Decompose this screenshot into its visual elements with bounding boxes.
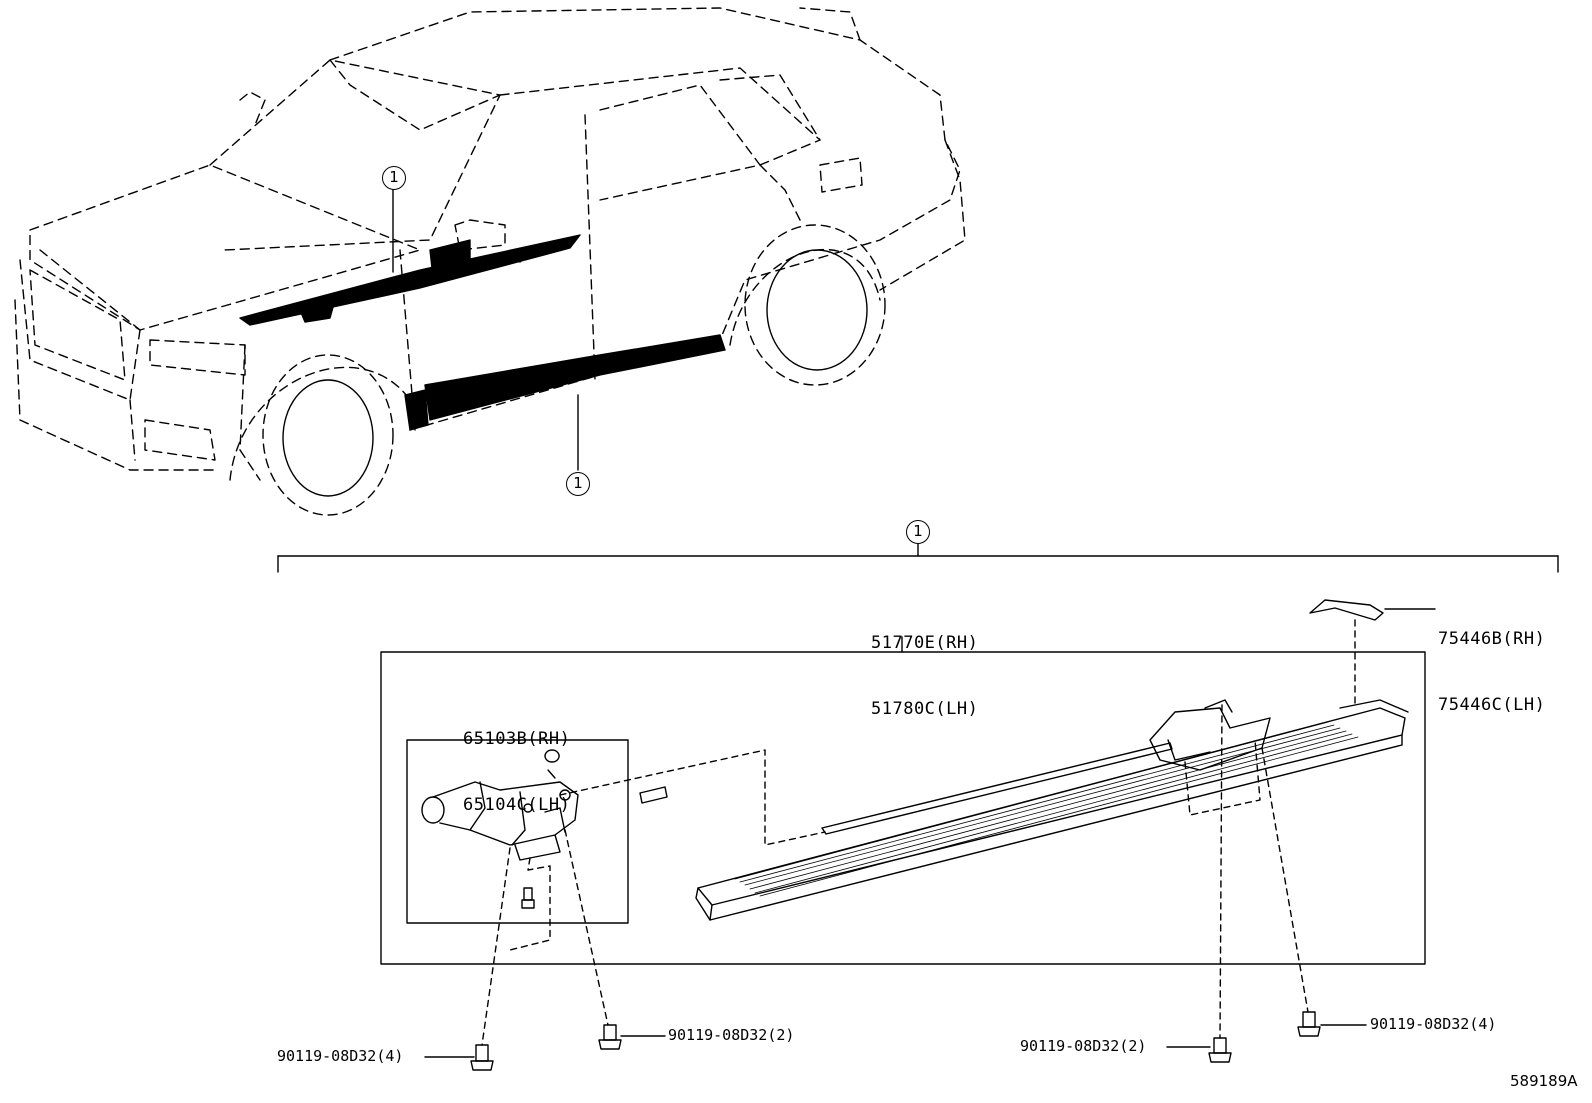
vehicle-outline bbox=[14, 7, 966, 481]
front-wheel bbox=[262, 354, 394, 516]
label-bolt-rear-outer: 90119-08D32(4) bbox=[1370, 1015, 1497, 1033]
running-board-part bbox=[695, 699, 1409, 921]
assembly-leaders bbox=[481, 619, 1356, 1046]
running-board-assembly-box bbox=[380, 651, 1426, 965]
callout-ref-group: 1 bbox=[906, 520, 930, 544]
callout-ref-vehicle-lower: 1 bbox=[566, 472, 590, 496]
label-running-board: 51770E(RH) 51780C(LH) bbox=[871, 588, 978, 764]
label-running-board-rh: 51770E(RH) bbox=[871, 633, 979, 653]
bolt-rear-inner bbox=[1166, 1037, 1232, 1063]
label-bolt-front-outer: 90119-08D32(4) bbox=[277, 1047, 404, 1065]
label-bolt-front-inner: 90119-08D32(2) bbox=[668, 1026, 795, 1044]
label-end-cap: 75446B(RH) 75446C(LH) bbox=[1438, 584, 1545, 760]
label-running-board-lh: 51780C(LH) bbox=[871, 699, 979, 719]
label-end-cap-rh: 75446B(RH) bbox=[1438, 629, 1546, 649]
bracket-part bbox=[421, 749, 579, 909]
bolt-front-inner bbox=[598, 1024, 666, 1050]
highlighted-moulding bbox=[239, 234, 581, 326]
label-bracket-lh: 65104C(LH) bbox=[463, 795, 571, 815]
label-end-cap-lh: 75446C(LH) bbox=[1438, 695, 1546, 715]
label-bracket: 65103B(RH) 65104C(LH) bbox=[463, 684, 570, 860]
end-cap-part bbox=[1309, 599, 1384, 621]
figure-id: 589189A bbox=[1510, 1072, 1578, 1090]
group-bracket bbox=[277, 541, 1559, 573]
callout-ref-vehicle-upper: 1 bbox=[382, 166, 406, 190]
label-bracket-rh: 65103B(RH) bbox=[463, 729, 571, 749]
spacer-part bbox=[639, 786, 668, 804]
highlighted-running-board bbox=[404, 334, 726, 431]
rear-wheel bbox=[744, 224, 886, 386]
label-bolt-rear-inner: 90119-08D32(2) bbox=[1020, 1037, 1147, 1055]
bolt-rear-outer bbox=[1297, 1011, 1367, 1037]
bolt-front-outer bbox=[424, 1044, 494, 1071]
bracket-box bbox=[406, 739, 629, 924]
